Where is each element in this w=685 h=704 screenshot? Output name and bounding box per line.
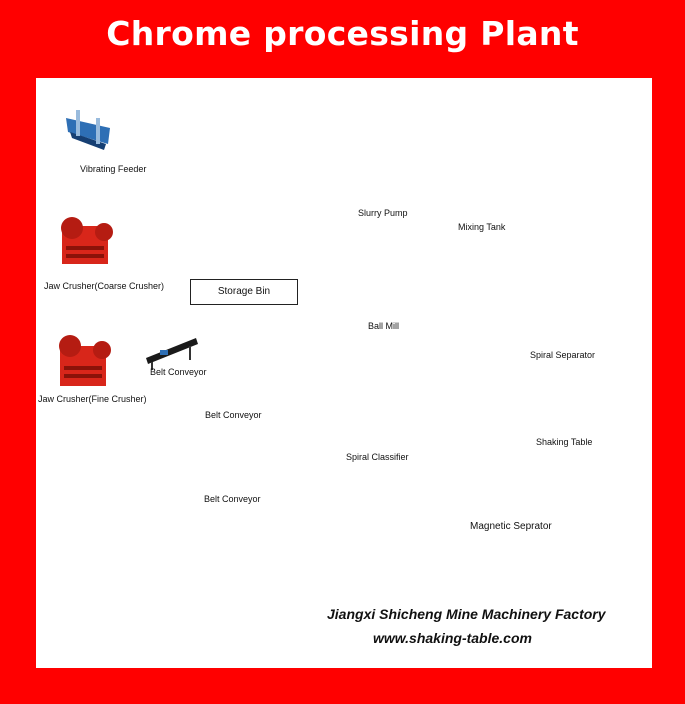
storage-bin-box: Storage Bin — [190, 279, 298, 305]
spiral-separator-label: Spiral Separator — [530, 350, 596, 360]
ball-mill-label: Ball Mill — [368, 321, 400, 331]
belt-conveyor-1-label: Belt Conveyor — [150, 367, 207, 377]
slurry-pump-label: Slurry Pump — [358, 208, 408, 218]
mixing-tank-label: Mixing Tank — [458, 222, 506, 232]
company-name: Jiangxi Shicheng Mine Machinery Factory — [327, 606, 606, 622]
belt-conveyor-3-label: Belt Conveyor — [204, 494, 261, 504]
belt-conveyor-icon — [146, 338, 198, 370]
magnetic-separator-label: Magnetic Seprator — [470, 521, 552, 532]
jaw-crusher-coarse-label: Jaw Crusher(Coarse Crusher) — [44, 281, 165, 291]
shaking-table-label: Shaking Table — [536, 437, 593, 447]
diagram-panel — [36, 78, 652, 668]
company-website: www.shaking-table.com — [373, 630, 532, 646]
vibrating-feeder-label: Vibrating Feeder — [80, 164, 147, 174]
belt-conveyor-2-label: Belt Conveyor — [205, 410, 262, 420]
vibrating-feeder-icon — [66, 110, 110, 150]
page-title: Chrome processing Plant — [106, 14, 579, 53]
jaw-crusher-fine-icon — [59, 335, 111, 386]
jaw-crusher-fine-label: Jaw Crusher(Fine Crusher) — [38, 394, 147, 404]
jaw-crusher-coarse-icon — [61, 217, 113, 264]
spiral-classifier-label: Spiral Classifier — [346, 452, 409, 462]
